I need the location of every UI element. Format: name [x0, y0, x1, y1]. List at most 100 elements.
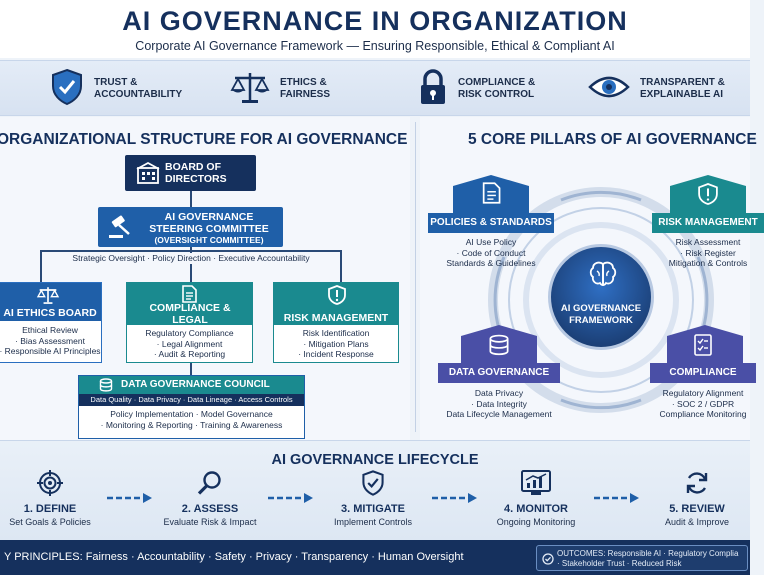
- oversight-line: Strategic Oversight · Policy Direction ·…: [60, 253, 322, 263]
- brain-icon: [589, 261, 617, 292]
- shield-alert-icon: [698, 182, 718, 211]
- lifecycle-step-mitigate: 3. MITIGATE Implement Controls: [308, 470, 438, 527]
- pillar-policies: POLICIES & STANDARDS AI Use Policy · Cod…: [428, 175, 554, 275]
- eye-icon: [588, 73, 630, 106]
- list-item: Risk Assessment: [675, 237, 741, 247]
- database-icon: [99, 378, 113, 397]
- pillar-compliance: COMPLIANCE Regulatory Alignment · SOC 2 …: [650, 325, 756, 425]
- value-trust: TRUST & ACCOUNTABILITY: [50, 68, 184, 111]
- pillars-rings: [488, 187, 714, 413]
- list-item: · Monitoring & Reporting · Training & Aw…: [100, 419, 283, 430]
- value-label: ETHICS & FAIRNESS: [280, 77, 331, 100]
- council-items: Policy Implementation · Model Governance…: [79, 406, 304, 430]
- pillar-data: DATA GOVERNANCE Data Privacy · Data Inte…: [438, 325, 560, 425]
- list-item: · Code of Conduct: [456, 247, 526, 258]
- checklist-icon: [693, 333, 713, 362]
- step-desc: Ongoing Monitoring: [496, 517, 576, 527]
- list-item: · Risk Register: [680, 247, 736, 258]
- refresh-icon: [684, 472, 710, 500]
- step-title: 2. ASSESS: [181, 503, 239, 515]
- list-item: Standards & Guidelines: [446, 258, 536, 268]
- building-icon: [136, 161, 160, 189]
- value-compliance: COMPLIANCE & RISK CONTROL: [418, 68, 548, 111]
- scales-icon: [230, 69, 270, 110]
- step-desc: Set Goals & Policies: [9, 517, 91, 527]
- steering-committee: AI GOVERNANCE STEERING COMMITTEE (OVERSI…: [98, 207, 283, 247]
- ethics-board-items: Ethical Review · Bias Assessment · Respo…: [0, 321, 101, 357]
- compliance-legal-header: COMPLIANCE & LEGAL: [127, 283, 252, 326]
- lifecycle-step-review: 5. REVIEW Audit & Improve: [632, 470, 762, 527]
- connector: [40, 250, 340, 252]
- compliance-legal-items: Regulatory Compliance · Legal Alignment …: [127, 325, 252, 360]
- compliance-legal: COMPLIANCE & LEGAL Regulatory Compliance…: [126, 282, 253, 363]
- list-item: Risk Identification: [302, 328, 370, 338]
- steering-title: AI GOVERNANCE STEERING COMMITTEE: [149, 211, 269, 235]
- risk-management-items: Risk Identification · Mitigation Plans ·…: [274, 325, 398, 360]
- council-header: DATA GOVERNANCE COUNCIL: [79, 376, 304, 394]
- pillar-items: Data Privacy · Data Integrity Data Lifec…: [438, 388, 560, 420]
- shield-check-icon: [361, 470, 385, 500]
- board-of-directors: BOARD OF DIRECTORS: [125, 155, 256, 191]
- lifecycle-section: [0, 440, 750, 540]
- pillar-badge: [667, 325, 743, 369]
- pillar-items: Risk Assessment · Risk Register Mitigati…: [652, 237, 764, 269]
- risk-management: RISK MANAGEMENT Risk Identification · Mi…: [273, 282, 399, 363]
- value-label: TRUST & ACCOUNTABILITY: [94, 77, 183, 100]
- connector: [190, 264, 192, 282]
- data-governance-council: DATA GOVERNANCE COUNCIL Data Quality · D…: [78, 375, 305, 439]
- pillar-title: RISK MANAGEMENT: [652, 213, 764, 233]
- pillar-title: DATA GOVERNANCE: [438, 363, 560, 383]
- list-item: · Responsible AI Principles: [0, 346, 101, 356]
- step-desc: Implement Controls: [333, 517, 413, 527]
- pillar-title: COMPLIANCE: [650, 363, 756, 383]
- list-item: Data Lifecycle Management: [446, 409, 552, 419]
- panel-divider: [415, 122, 416, 432]
- pillar-badge: [461, 325, 537, 369]
- step-title: 4. MONITOR: [504, 503, 568, 515]
- outcomes-box: OUTCOMES: Responsible AI · Regulatory Co…: [536, 545, 748, 571]
- pillar-risk: RISK MANAGEMENT Risk Assessment · Risk R…: [652, 175, 764, 275]
- risk-management-title: RISK MANAGEMENT: [283, 312, 389, 324]
- document-icon: [180, 285, 198, 308]
- list-item: Mitigation & Controls: [668, 258, 748, 268]
- padlock-icon: [418, 68, 448, 111]
- list-item: · SOC 2 / GDPR: [671, 398, 735, 409]
- target-icon: [37, 470, 63, 500]
- list-item: Ethical Review: [22, 325, 78, 335]
- lifecycle-step-monitor: 4. MONITOR Ongoing Monitoring: [471, 470, 601, 527]
- page-subtitle: Corporate AI Governance Framework — Ensu…: [135, 39, 615, 53]
- board-title: BOARD OF DIRECTORS: [165, 161, 227, 185]
- list-item: · Mitigation Plans: [303, 338, 369, 349]
- value-label: COMPLIANCE & RISK CONTROL: [458, 77, 536, 100]
- magnifier-icon: [197, 471, 223, 500]
- connector: [190, 191, 192, 208]
- lifecycle-step-define: 1. DEFINE Set Goals & Policies: [0, 470, 115, 527]
- structure-title: ORGANIZATIONAL STRUCTURE FOR AI GOVERNAN…: [0, 131, 408, 148]
- list-item: · Data Integrity: [471, 398, 527, 409]
- lifecycle-step-assess: 2. ASSESS Evaluate Risk & Impact: [145, 470, 275, 527]
- check-circle-icon: [542, 552, 554, 570]
- arrow-right-icon: [268, 493, 313, 503]
- pillar-title: POLICIES & STANDARDS: [428, 213, 554, 233]
- arrow-right-icon: [432, 493, 477, 503]
- center-label: AI GOVERNANCE FRAMEWORK: [560, 303, 642, 326]
- list-item: · Incident Response: [298, 349, 374, 359]
- arrow-right-icon: [594, 493, 639, 503]
- ethics-board-title: AI ETHICS BOARD: [3, 307, 97, 319]
- value-label: TRANSPARENT & EXPLAINABLE AI: [640, 77, 725, 100]
- shield-check-icon: [50, 68, 84, 111]
- pillars-title: 5 CORE PILLARS OF AI GOVERNANCE: [468, 131, 757, 148]
- list-item: · Legal Alignment: [156, 338, 223, 349]
- key-principles: Y PRINCIPLES: Fairness · Accountability …: [4, 551, 464, 563]
- scales-icon: [35, 285, 61, 310]
- list-item: · Audit & Reporting: [153, 349, 226, 359]
- list-item: Data Privacy: [474, 388, 524, 398]
- chart-icon: [521, 470, 551, 500]
- gavel-icon: [108, 215, 134, 244]
- outcomes-line: OUTCOMES: Responsible AI · Regulatory Co…: [557, 549, 739, 558]
- list-item: AI Use Policy: [465, 237, 517, 247]
- outcomes-text: OUTCOMES: Responsible AI · Regulatory Co…: [557, 549, 738, 568]
- document-icon: [480, 181, 502, 210]
- step-desc: Audit & Improve: [664, 517, 730, 527]
- database-icon: [488, 333, 510, 362]
